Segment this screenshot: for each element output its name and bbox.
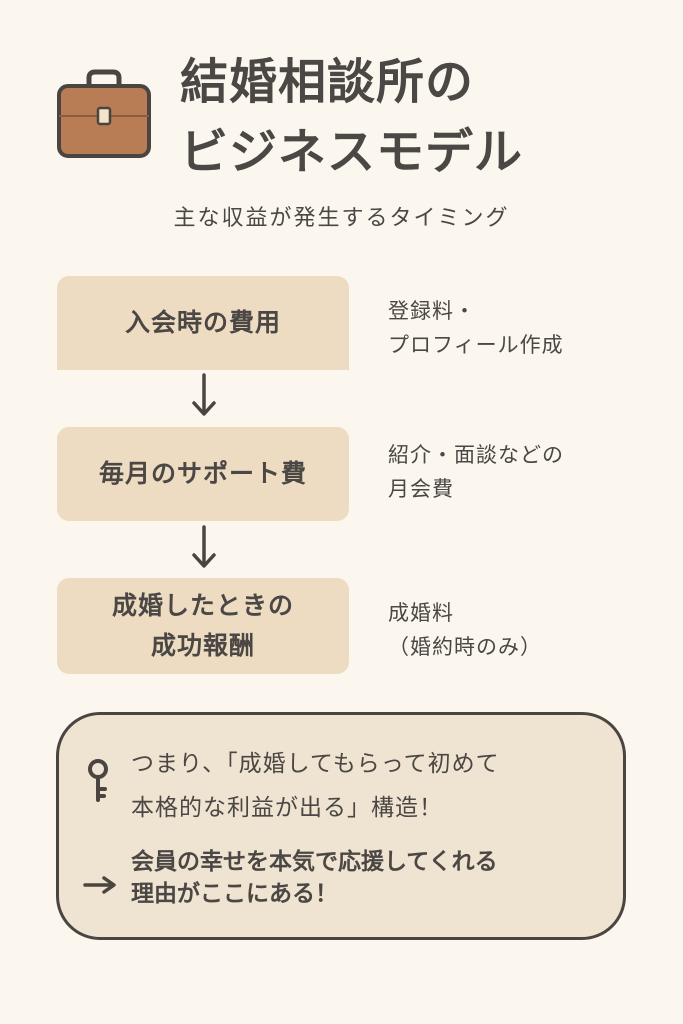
reason-text-line2: 理由がここにある！ (131, 881, 338, 907)
step-label-line: 成功報酬 (150, 631, 255, 660)
step-note-line: 成婚料 (388, 601, 454, 625)
summary-text-line2: 本格的な利益が出る」構造！ (131, 795, 443, 821)
step-label: 毎月のサポート費 (99, 454, 307, 494)
arrow-down-icon (192, 373, 216, 416)
step-note-line: 月会費 (388, 477, 454, 501)
step-note-monthly-fee: 紹介・面談などの 月会費 (388, 438, 564, 506)
page-title-line2: ビジネスモデル (180, 124, 524, 180)
key-icon (88, 759, 108, 802)
step-note-line: 登録料・ (388, 299, 476, 323)
summary-text-line1: つまり、「成婚してもらって初めて (131, 751, 500, 777)
step-label-line: 成婚したときの (111, 591, 294, 620)
page-subtitle: 主な収益が発生するタイミング (173, 206, 510, 231)
step-note-line: 紹介・面談などの (388, 443, 564, 467)
step-note-line: （婚約時のみ） (388, 635, 542, 659)
arrow-right-icon (83, 876, 116, 894)
step-note-success-fee: 成婚料 （婚約時のみ） (388, 596, 542, 664)
step-note-entry-fee: 登録料・ プロフィール作成 (388, 294, 564, 362)
step-box-monthly-fee: 毎月のサポート費 (57, 427, 349, 521)
step-box-entry-fee: 入会時の費用 (57, 276, 349, 370)
step-label-line: 毎月のサポート費 (98, 459, 307, 488)
page-title-line1: 結婚相談所の (180, 54, 475, 110)
briefcase-icon (57, 69, 151, 158)
step-label: 成婚したときの 成功報酬 (112, 586, 294, 666)
arrow-down-icon (192, 525, 216, 568)
summary-box (56, 712, 626, 940)
step-label-line: 入会時の費用 (124, 308, 281, 337)
step-box-success-fee: 成婚したときの 成功報酬 (57, 578, 349, 674)
reason-text-line1: 会員の幸せを本気で応援してくれる (131, 849, 498, 875)
step-note-line: プロフィール作成 (388, 333, 564, 357)
step-label: 入会時の費用 (125, 303, 281, 343)
